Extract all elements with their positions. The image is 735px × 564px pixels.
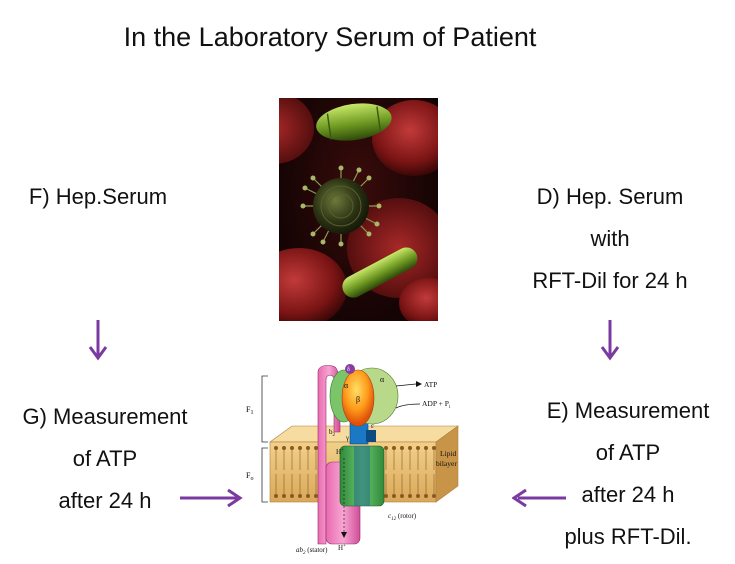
- down-arrow-icon: [88, 320, 108, 361]
- beta-label: β: [356, 395, 360, 404]
- h-bottom-label: H+: [338, 544, 346, 552]
- serum-line: D) Hep. Serum: [536, 184, 684, 209]
- lipid-label: Lipid: [440, 449, 456, 458]
- c12-rotor-label: c12 (rotor): [388, 512, 417, 522]
- measurement-line: E) Measurement: [546, 398, 710, 423]
- gamma-label: γ: [345, 434, 349, 442]
- serum-line: with: [590, 226, 630, 251]
- epsilon-label: ε: [371, 422, 374, 430]
- hep-serum-rft-label: D) Hep. Serum with RFT-Dil for 24 h: [490, 176, 730, 302]
- hep-serum-label: F) Hep.Serum: [28, 184, 168, 209]
- measurement-line: after 24 h: [581, 482, 675, 507]
- ab2-stator-label: ab2 (stator): [296, 546, 328, 556]
- virus-blood-cells-image: [279, 98, 438, 321]
- atp-synthase-figure: F1 Fo: [240, 362, 480, 558]
- measurement-line: plus RFT-Dil.: [564, 524, 692, 549]
- measurement-line: of ATP: [595, 440, 661, 465]
- adp-label: ADP + Pi: [422, 399, 451, 410]
- measurement-atp-right: E) Measurement of ATP after 24 h plus RF…: [528, 390, 728, 558]
- measurement-atp-left: G) Measurement of ATP after 24 h: [0, 396, 210, 522]
- fo-label: Fo: [246, 471, 253, 482]
- measurement-line: after 24 h: [58, 488, 152, 513]
- right-arrow-icon: [180, 488, 243, 508]
- down-arrow-icon: [600, 320, 620, 361]
- serum-line: RFT-Dil for 24 h: [532, 268, 688, 293]
- alpha-right-label: α: [380, 375, 385, 384]
- f1-label: F1: [246, 405, 253, 416]
- b2-label: b2: [329, 428, 336, 438]
- measurement-line: G) Measurement: [22, 404, 188, 429]
- measurement-line: of ATP: [72, 446, 138, 471]
- delta-label: δ: [347, 367, 350, 373]
- h-top-label: H+: [336, 448, 344, 456]
- alpha-left-label: α: [344, 381, 349, 390]
- left-arrow-icon: [512, 488, 566, 508]
- page-title: In the Laboratory Serum of Patient: [123, 22, 537, 52]
- atp-label: ATP: [424, 380, 437, 389]
- bilayer-label: bilayer: [436, 459, 457, 468]
